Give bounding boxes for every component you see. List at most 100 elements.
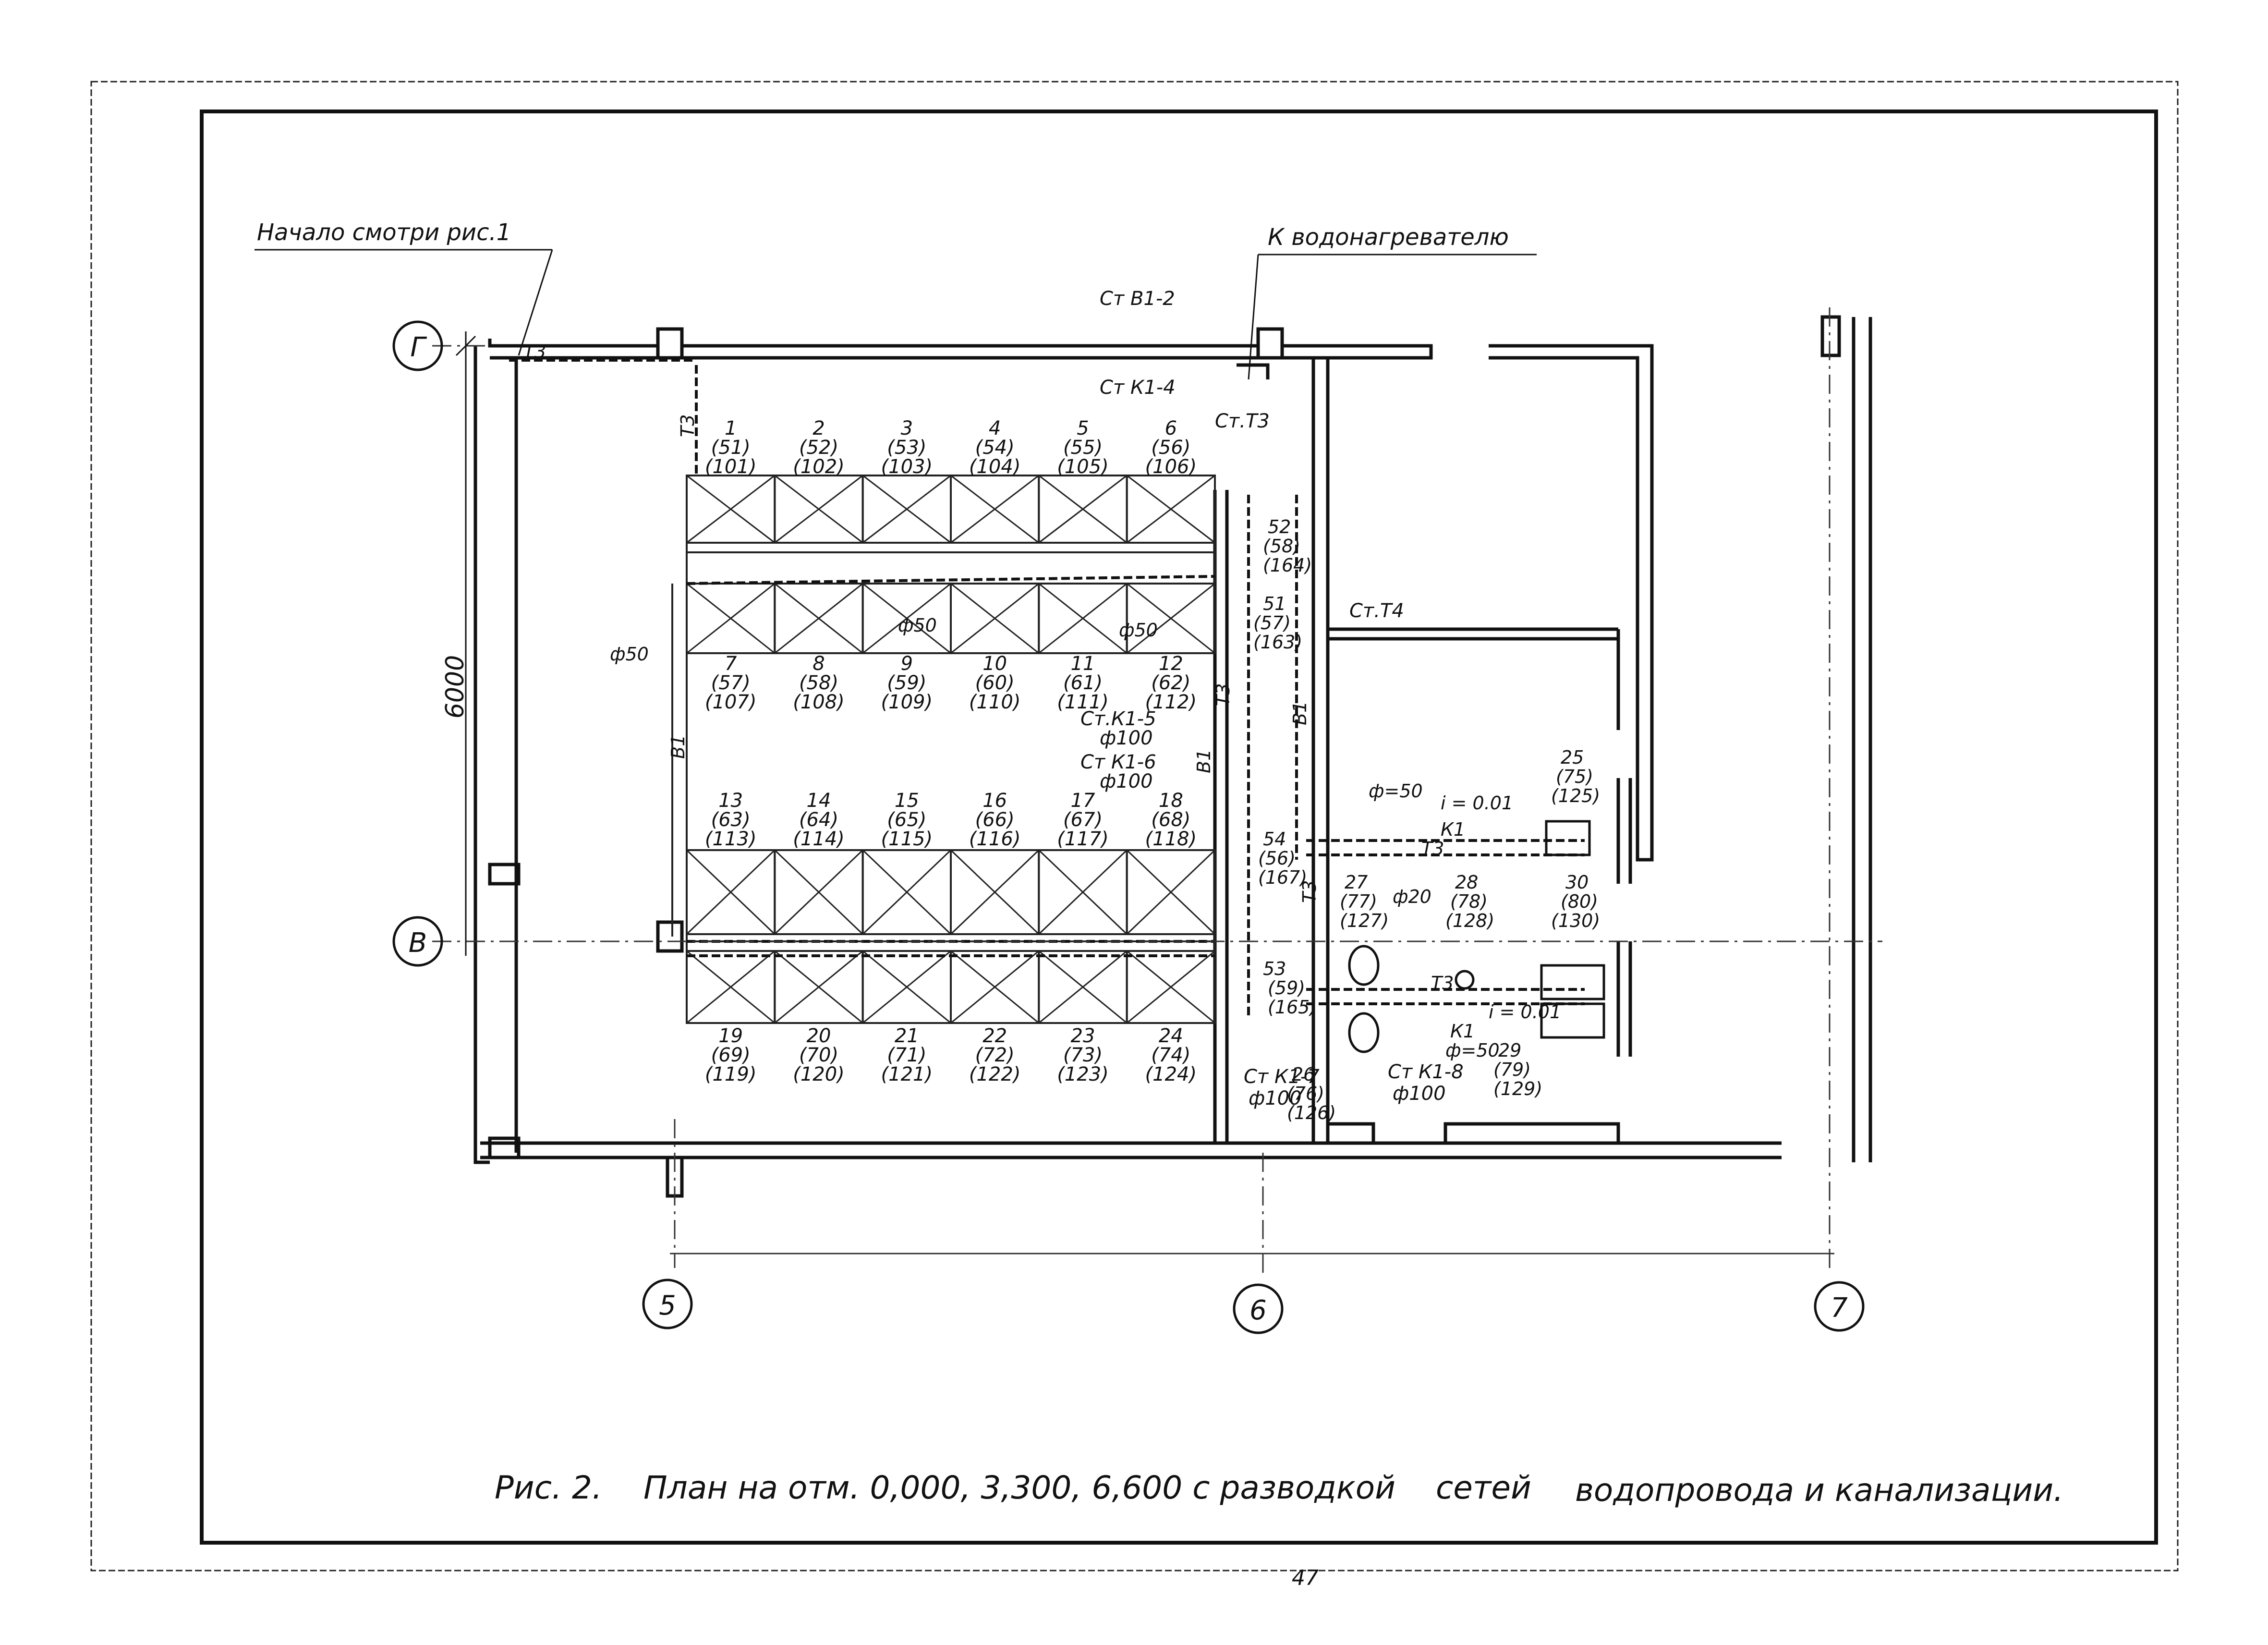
riser-k1-6-d: ф100: [1100, 770, 1153, 792]
cabin-label-b: (111): [1057, 691, 1109, 713]
cabin-label-b: (113): [705, 828, 757, 850]
cabin-label-b: (112): [1145, 691, 1197, 713]
cabin-label-b: (108): [793, 691, 845, 713]
cabin-label-n: 18: [1159, 790, 1183, 812]
fixture-53-n: 53: [1263, 958, 1286, 979]
axis-label-g: Г: [410, 332, 427, 363]
cabin-label-b: (115): [881, 828, 933, 850]
cabin-cell: [1126, 583, 1216, 654]
pipe-labels: Т3 Т3 В1 ф50 ф50 ф50 В1 Т3 В1 Т3 ф=50 i …: [523, 341, 1561, 1061]
fixture-51-n: 51: [1263, 593, 1286, 614]
cabin-labels-mid-lower: 13(63)(113)14(64)(114)15(65)(115)16(66)(…: [705, 790, 1197, 850]
cabin-label-n: 11: [1071, 653, 1095, 675]
fixture-54-n: 54: [1263, 829, 1286, 850]
leader-heater: [1237, 254, 1537, 380]
pipe-b1-riser: В1: [1193, 749, 1214, 773]
cabin-label-a: (58): [799, 672, 838, 694]
cabin-label-b: (104): [969, 456, 1021, 478]
fixture-54-a: (56): [1258, 848, 1296, 869]
cabin-label-b: (123): [1057, 1063, 1109, 1085]
cabin-label-n: 9: [901, 653, 913, 675]
pipe-t3-top: Т3: [523, 341, 546, 362]
cabin-cross: [774, 583, 863, 654]
cabin-cross: [950, 475, 1040, 544]
pipe-t3-right: Т3: [1421, 838, 1444, 859]
fixture-52-n: 52: [1268, 516, 1291, 537]
cabin-label-a: (52): [799, 437, 838, 459]
cabin-cross: [1038, 849, 1128, 935]
fixture-29-b: (129): [1493, 1078, 1542, 1099]
cabin-cross: [862, 583, 951, 654]
cabin-cell: [1126, 849, 1216, 935]
pipe-t3-low: Т3: [1431, 973, 1454, 994]
axis-bubbles: [392, 320, 1865, 1334]
cabin-cross: [1126, 950, 1215, 1024]
fixture-25-a: (75): [1556, 766, 1593, 787]
cabin-label-b: (121): [881, 1063, 933, 1085]
axis-bubble-6: [1233, 1283, 1284, 1334]
cabin-label-n: 10: [982, 653, 1007, 675]
cabin-label-n: 22: [982, 1025, 1007, 1047]
pipe-t3-riser: Т3: [1213, 683, 1234, 706]
fixture-52-a: (58): [1263, 536, 1300, 557]
axis-label-7: 7: [1831, 1292, 1848, 1324]
fixture-54-b: (167): [1258, 867, 1307, 888]
cabin-cross: [1038, 583, 1128, 654]
riser-t4: Ст.Т4: [1349, 600, 1404, 622]
leader-start-text: Начало смотри рис.1: [257, 219, 511, 246]
cabin-label-n: 12: [1159, 653, 1183, 675]
cabin-cross: [862, 475, 951, 544]
caption-number: Рис. 2.: [495, 1469, 602, 1506]
caption-text3: водопровода и канализации.: [1575, 1472, 2063, 1509]
page-number: 47: [1292, 1566, 1319, 1590]
fixture-28-n: 28: [1455, 872, 1478, 893]
cabin-label-a: (59): [887, 672, 926, 694]
cabin-label-a: (56): [1151, 437, 1190, 459]
pipe-d50-mid: ф50: [898, 615, 937, 636]
cabin-cross: [1126, 849, 1216, 935]
cabin-label-b: (103): [881, 456, 933, 478]
cabin-labels-mid-upper: 7(57)(107)8(58)(108)9(59)(109)10(60)(110…: [705, 653, 1197, 713]
cabin-label-b: (101): [705, 456, 757, 478]
cabin-cross: [774, 950, 863, 1024]
pipe-d50-low: ф=50: [1445, 1040, 1500, 1061]
fixture-30-n: 30: [1565, 872, 1589, 893]
fixture-51-a: (57): [1253, 612, 1291, 634]
cabin-label-b: (114): [793, 828, 845, 850]
dimension-label: 6000: [441, 655, 470, 719]
cabin-label-a: (57): [711, 672, 751, 694]
axis-bubble-7: [1814, 1281, 1865, 1332]
cabin-label-b: (118): [1145, 828, 1197, 850]
cabin-label-b: (116): [969, 828, 1021, 850]
cabin-cross: [950, 950, 1040, 1024]
cabin-cross: [862, 950, 951, 1024]
fixture-29-a: (79): [1493, 1059, 1531, 1080]
cabin-cross: [1038, 475, 1128, 544]
cabin-label-b: (117): [1057, 828, 1109, 850]
cabin-label-a: (61): [1063, 672, 1103, 694]
cabin-label-a: (73): [1063, 1044, 1103, 1066]
cabin-label-n: 24: [1159, 1025, 1183, 1047]
riser-k1-4: Ст К1-4: [1100, 377, 1176, 399]
cabin-label-a: (71): [887, 1044, 926, 1066]
cabin-label-n: 19: [718, 1025, 743, 1047]
cabin-label-n: 15: [895, 790, 919, 812]
cabin-label-a: (55): [1063, 437, 1103, 459]
pipe-k1-top: К1: [1441, 819, 1465, 840]
leader-start: [255, 249, 553, 356]
cabin-cross: [774, 849, 863, 935]
axis-bubble-v: [392, 916, 443, 967]
fixture-26-a: (76): [1287, 1083, 1324, 1104]
cabin-label-n: 2: [813, 417, 825, 439]
cabin-cross: [1126, 475, 1215, 544]
cabin-label-b: (107): [705, 691, 757, 713]
cabin-cross: [1126, 583, 1215, 654]
cabin-label-b: (119): [705, 1063, 757, 1085]
cabin-label-a: (69): [711, 1044, 751, 1066]
drawing-frame: [200, 110, 2158, 1545]
cabin-label-n: 7: [725, 653, 737, 675]
cabin-label-b: (102): [793, 456, 845, 478]
cabin-label-n: 6: [1165, 417, 1177, 439]
cabin-label-n: 8: [813, 653, 825, 675]
